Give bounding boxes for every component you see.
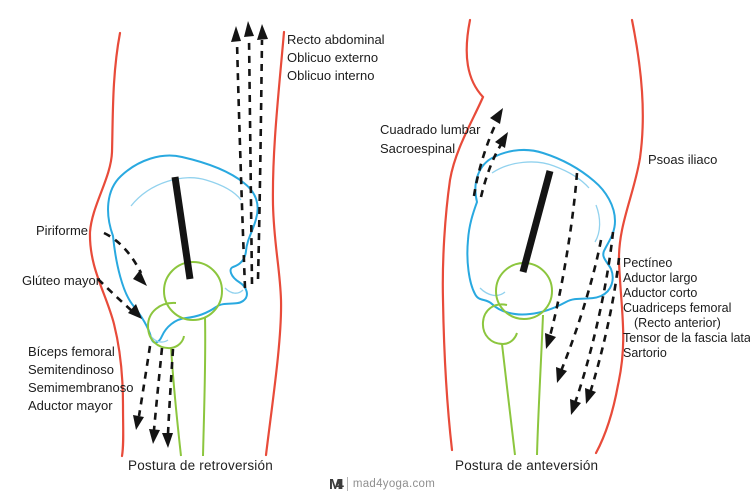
label-sacroespinal: Sacroespinal [380, 141, 456, 156]
right-lumbar-arrowhead-1 [490, 108, 503, 124]
right-femur-shaft-left [501, 343, 516, 456]
left-abdominal-arrow-3 [256, 39, 264, 280]
label-cuadriceps-femoral: Cuadriceps femoral [623, 301, 732, 315]
left-femoral-head [163, 261, 223, 321]
label-pectineo: Pectíneo [623, 256, 673, 270]
label-semitendinoso: Semitendinoso [28, 362, 114, 377]
right-flexor-arrow-4 [588, 257, 621, 394]
right-femur-outline [481, 262, 553, 456]
left-abdominal-arrowhead-2 [244, 21, 254, 37]
right-flexor-arrow-2 [559, 239, 603, 372]
left-piriforme-arrowhead [133, 270, 147, 286]
caption-retroversion: Postura de retroversión [128, 458, 273, 473]
left-hamstring-arrowhead-3 [162, 433, 173, 448]
right-pelvis-inner-lines [479, 161, 601, 297]
right-pelvic-tilt-bar [519, 170, 554, 273]
right-pelvis-outline [466, 148, 616, 316]
right-front-contour [594, 18, 644, 455]
label-psoas-iliaco: Psoas iliaco [648, 152, 718, 167]
label-recto-abdominal: Recto abdominal [287, 32, 385, 47]
left-piriforme-arrow [103, 231, 143, 274]
left-front-contour [264, 30, 286, 457]
left-femur-shaft-left [170, 346, 182, 457]
left-femur-shaft-right [202, 316, 207, 457]
right-flexor-arrowhead-4 [585, 388, 596, 404]
label-biceps-femoral: Bíceps femoral [28, 344, 115, 359]
label-sartorio: Sartorio [623, 346, 667, 360]
right-iliac-inner-line [491, 161, 590, 189]
watermark-divider [346, 477, 348, 491]
right-flexor-arrowhead-3 [570, 399, 581, 415]
right-muscle-arrows [472, 120, 621, 404]
right-flexor-arrowhead-1 [545, 333, 556, 349]
label-aductor-largo: Aductor largo [623, 271, 698, 285]
left-gluteus-arrowhead [128, 304, 142, 319]
right-flexor-arrowhead-2 [556, 367, 567, 383]
right-arrowheads [490, 108, 596, 415]
label-flexor-group: Pectíneo Aductor largo Aductor corto Cua… [623, 256, 750, 361]
logo-digit-4: 4 [335, 475, 344, 493]
left-hamstring-arrow-1 [137, 345, 152, 417]
label-hamstring-group: Bíceps femoral Semitendinoso Semimembran… [28, 343, 134, 415]
left-trochanter [146, 301, 185, 350]
right-lumbar-arrowhead-2 [495, 132, 508, 148]
right-lumbar-arrow-2 [479, 142, 504, 198]
right-femur-shaft-right [536, 314, 544, 456]
logo-letter-m: M [329, 475, 341, 493]
left-abdominal-arrow-2 [247, 37, 254, 285]
label-oblicuo-interno: Oblicuo interno [287, 68, 375, 83]
label-aductor-mayor: Aductor mayor [28, 398, 113, 413]
right-ilium-inner-line [594, 204, 601, 243]
left-abdominal-arrow-1 [235, 41, 247, 289]
left-hamstring-arrow-3 [166, 348, 175, 435]
left-arrowheads [128, 21, 268, 448]
right-flexor-arrow-1 [548, 172, 579, 337]
label-aductor-corto: Aductor corto [623, 286, 698, 300]
left-acetabulum-detail-line [224, 287, 244, 294]
left-iliac-inner-line [130, 177, 242, 207]
left-abdominal-arrowhead-1 [231, 26, 241, 42]
left-tilt-bar-line [171, 176, 194, 280]
label-abdominal-group: Recto abdominal Oblicuo externo Oblicuo … [287, 31, 385, 85]
right-acetabulum-detail-line [479, 287, 506, 297]
label-piriforme: Piriforme [36, 223, 89, 238]
right-lumbar-arrow-1 [472, 120, 499, 197]
right-trochanter [481, 303, 518, 346]
left-hamstring-arrowhead-1 [133, 415, 144, 430]
left-femur-outline [146, 261, 223, 457]
label-recto-anterior: (Recto anterior) [634, 316, 721, 330]
label-semimembranoso: Semimembranoso [28, 380, 134, 395]
left-gluteus-arrow [97, 278, 133, 312]
label-gluteo-mayor: Glúteo mayor [22, 273, 101, 288]
left-abdominal-arrowhead-3 [257, 24, 268, 40]
left-hamstring-arrow-2 [152, 347, 164, 431]
label-cuadrado-lumbar: Cuadrado lumbar [380, 122, 481, 137]
label-tensor-fascia-lata: Tensor de la fascia lata [623, 331, 750, 345]
right-pelvis-bone [466, 148, 616, 316]
right-back-contour [441, 18, 485, 452]
right-flexor-arrow-3 [573, 231, 615, 404]
left-body-outline [88, 30, 286, 458]
right-tilt-bar-line [519, 170, 554, 273]
label-lumbar-group: Cuadrado lumbar Sacroespinal [380, 120, 480, 158]
left-back-contour [88, 31, 125, 458]
watermark-url: mad4yoga.com [352, 478, 436, 490]
left-hamstring-arrowhead-2 [149, 429, 160, 444]
label-oblicuo-externo: Oblicuo externo [287, 50, 379, 65]
left-muscle-arrows [97, 37, 264, 435]
caption-anteversion: Postura de anteversión [455, 458, 599, 473]
left-pelvic-tilt-bar [171, 176, 194, 280]
